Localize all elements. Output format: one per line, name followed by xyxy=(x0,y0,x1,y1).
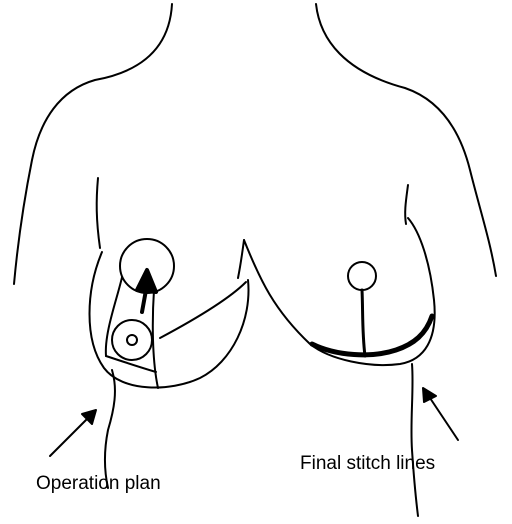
vertical-stitch-line xyxy=(362,290,365,356)
left-armpit-line xyxy=(97,178,100,248)
left-breast-marking-base xyxy=(106,356,156,372)
inframammary-stitch-line xyxy=(312,316,432,355)
operation-plan-label: Operation plan xyxy=(36,474,161,493)
left-breast-marking-outline xyxy=(106,268,124,356)
left-breast-marking-lower xyxy=(160,282,246,338)
stitch-lines-arrow-head xyxy=(423,388,436,402)
right-areola xyxy=(348,262,376,290)
neck-right-line xyxy=(316,4,496,276)
original-nipple xyxy=(127,335,137,345)
left-breast-marking-inner xyxy=(153,290,158,388)
left-lower-body-line xyxy=(105,370,115,488)
right-lower-body-line xyxy=(411,364,418,516)
final-stitch-lines-label: Final stitch lines xyxy=(300,454,435,473)
original-areola xyxy=(112,320,152,360)
cleavage-line xyxy=(238,240,244,278)
right-breast-outline xyxy=(244,218,435,365)
